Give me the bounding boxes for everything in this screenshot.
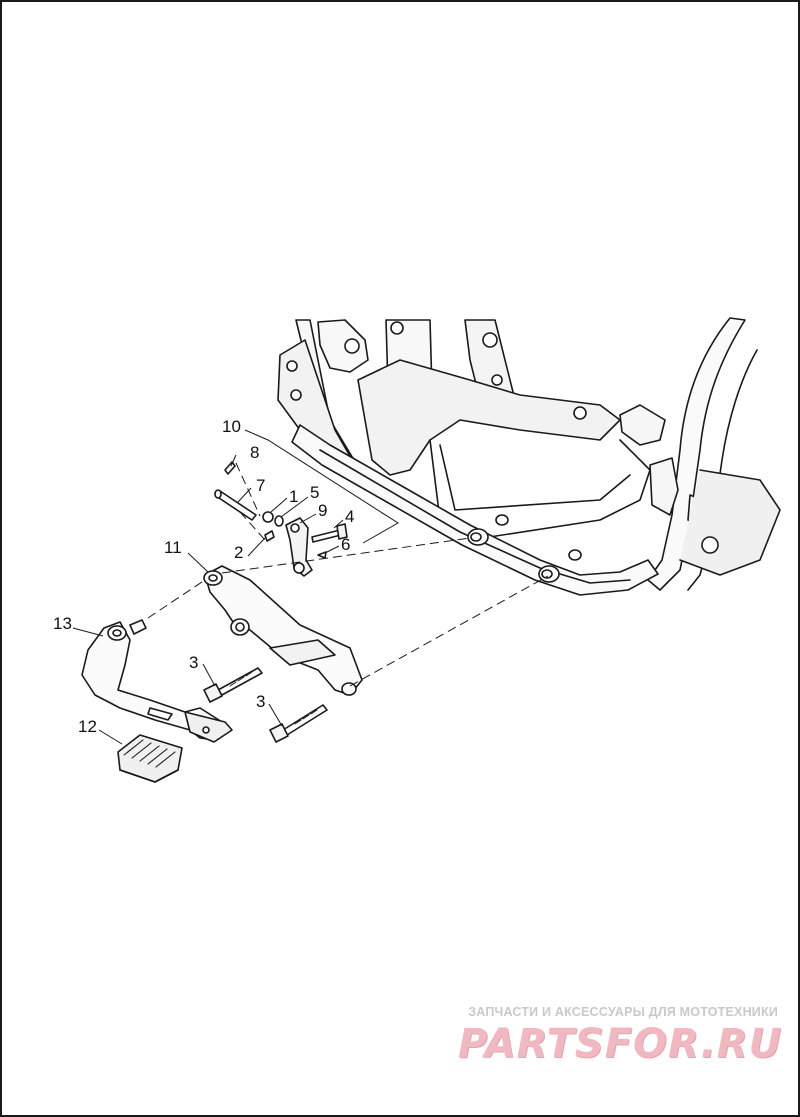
callout-2: 2 (234, 543, 243, 562)
part-4-bolt (311, 523, 348, 543)
callout-4: 4 (345, 507, 354, 526)
callout-10: 10 (222, 417, 241, 436)
callout-5: 5 (310, 483, 319, 502)
callout-8: 8 (250, 443, 259, 462)
callout-7: 7 (256, 476, 265, 495)
callout-12: 12 (78, 717, 97, 736)
part-11-bracket (203, 565, 363, 696)
part-5-washer (274, 515, 284, 527)
watermark: ЗАПЧАСТИ И АКСЕССУАРЫ ДЛЯ МОТОТЕХНИКИ PA… (458, 1005, 781, 1067)
part-12-footpad (117, 734, 183, 783)
leader-lines (72, 429, 399, 745)
part-3-bolt-upper (203, 667, 263, 703)
part-13-brake-lever (81, 619, 233, 743)
part-2-pin (264, 530, 275, 542)
alignment-lines (147, 462, 549, 687)
callout-9: 9 (318, 501, 327, 520)
part-3-bolt-lower (269, 704, 328, 743)
part-8-clip (224, 461, 236, 475)
part-1-bushing (262, 511, 274, 523)
callout-13: 13 (53, 614, 72, 633)
watermark-tagline: ЗАПЧАСТИ И АКСЕССУАРЫ ДЛЯ МОТОТЕХНИКИ (468, 1005, 778, 1019)
callout-1: 1 (289, 487, 298, 506)
callout-labels: 10 8 7 1 5 9 4 2 6 11 13 3 3 12 (53, 417, 354, 736)
part-6-clip (317, 551, 327, 559)
callout-11: 11 (164, 538, 182, 557)
callout-3-upper: 3 (189, 653, 198, 672)
watermark-logo: PARTSFOR.RU (458, 1021, 783, 1067)
part-9-clevis (285, 517, 313, 577)
callout-6: 6 (341, 535, 350, 554)
motorcycle-frame (277, 317, 781, 596)
callout-3-lower: 3 (256, 692, 265, 711)
